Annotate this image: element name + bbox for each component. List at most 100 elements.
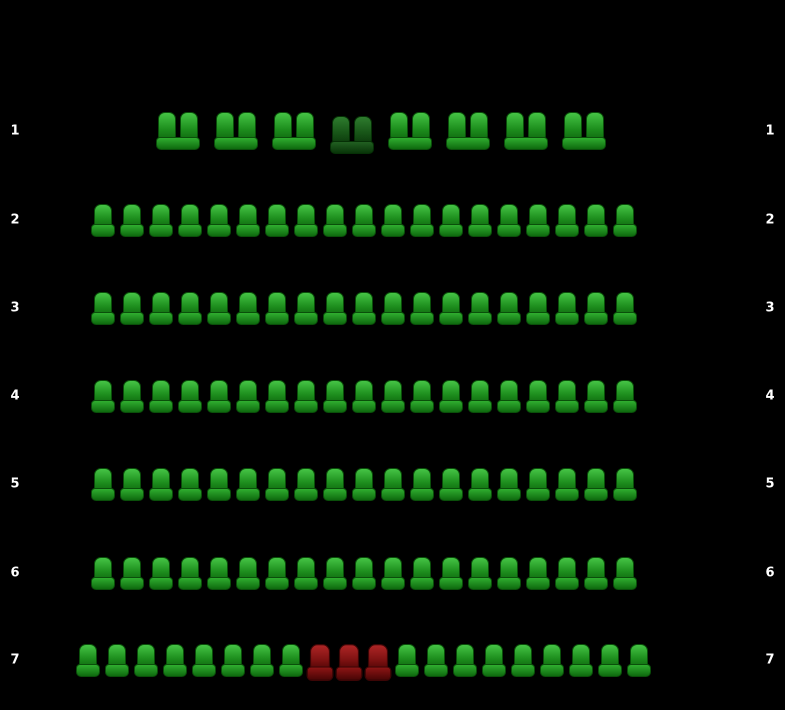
- seat-row5-13[interactable]: [438, 467, 463, 501]
- seat-row7-4[interactable]: [163, 643, 187, 677]
- seat-row6-1[interactable]: [90, 556, 115, 590]
- seat-row3-12[interactable]: [409, 291, 434, 325]
- seat-row4-3[interactable]: [148, 379, 173, 413]
- seat-row3-8[interactable]: [293, 291, 318, 325]
- seat-row4-5[interactable]: [206, 379, 231, 413]
- seat-row5-3[interactable]: [148, 467, 173, 501]
- seat-row2-16[interactable]: [525, 203, 550, 237]
- seat-row6-5[interactable]: [206, 556, 231, 590]
- seat-row2-3[interactable]: [148, 203, 173, 237]
- seat-row1-4[interactable]: [329, 116, 374, 154]
- seat-row4-18[interactable]: [583, 379, 608, 413]
- seat-row3-7[interactable]: [264, 291, 289, 325]
- seat-row2-9[interactable]: [322, 203, 347, 237]
- seat-row5-19[interactable]: [612, 467, 637, 501]
- seat-row7-1[interactable]: [76, 643, 100, 677]
- seat-row6-19[interactable]: [612, 556, 637, 590]
- seat-row2-11[interactable]: [380, 203, 405, 237]
- seat-row5-8[interactable]: [293, 467, 318, 501]
- seat-row4-15[interactable]: [496, 379, 521, 413]
- seat-row7-6[interactable]: [221, 643, 245, 677]
- seat-row1-2[interactable]: [213, 112, 258, 150]
- seat-row1-6[interactable]: [445, 112, 490, 150]
- seat-row5-14[interactable]: [467, 467, 492, 501]
- seat-row7-5[interactable]: [192, 643, 216, 677]
- seat-row4-16[interactable]: [525, 379, 550, 413]
- seat-row7-14[interactable]: [453, 643, 477, 677]
- seat-row7-17[interactable]: [540, 643, 564, 677]
- seat-row3-13[interactable]: [438, 291, 463, 325]
- seat-row5-18[interactable]: [583, 467, 608, 501]
- seat-row7-15[interactable]: [482, 643, 506, 677]
- seat-row6-2[interactable]: [119, 556, 144, 590]
- seat-row4-6[interactable]: [235, 379, 260, 413]
- seat-row3-4[interactable]: [177, 291, 202, 325]
- seat-row3-10[interactable]: [351, 291, 376, 325]
- seat-row1-8[interactable]: [561, 112, 606, 150]
- seat-row3-14[interactable]: [467, 291, 492, 325]
- seat-row6-4[interactable]: [177, 556, 202, 590]
- seat-row3-17[interactable]: [554, 291, 579, 325]
- seat-row2-8[interactable]: [293, 203, 318, 237]
- seat-row7-7[interactable]: [250, 643, 274, 677]
- seat-row6-16[interactable]: [525, 556, 550, 590]
- seat-row4-14[interactable]: [467, 379, 492, 413]
- seat-row4-4[interactable]: [177, 379, 202, 413]
- seat-row2-17[interactable]: [554, 203, 579, 237]
- seat-row6-3[interactable]: [148, 556, 173, 590]
- seat-row6-15[interactable]: [496, 556, 521, 590]
- seat-row3-3[interactable]: [148, 291, 173, 325]
- seat-row7-10[interactable]: [335, 643, 363, 681]
- seat-row2-10[interactable]: [351, 203, 376, 237]
- seat-row7-3[interactable]: [134, 643, 158, 677]
- seat-row6-10[interactable]: [351, 556, 376, 590]
- seat-row5-10[interactable]: [351, 467, 376, 501]
- seat-row7-16[interactable]: [511, 643, 535, 677]
- seat-row3-19[interactable]: [612, 291, 637, 325]
- seat-row6-11[interactable]: [380, 556, 405, 590]
- seat-row5-1[interactable]: [90, 467, 115, 501]
- seat-row2-4[interactable]: [177, 203, 202, 237]
- seat-row6-8[interactable]: [293, 556, 318, 590]
- seat-row3-2[interactable]: [119, 291, 144, 325]
- seat-row5-7[interactable]: [264, 467, 289, 501]
- seat-row3-18[interactable]: [583, 291, 608, 325]
- seat-row7-2[interactable]: [105, 643, 129, 677]
- seat-row4-12[interactable]: [409, 379, 434, 413]
- seat-row4-11[interactable]: [380, 379, 405, 413]
- seat-row5-12[interactable]: [409, 467, 434, 501]
- seat-row7-11[interactable]: [364, 643, 392, 681]
- seat-row6-13[interactable]: [438, 556, 463, 590]
- seat-row2-15[interactable]: [496, 203, 521, 237]
- seat-row5-15[interactable]: [496, 467, 521, 501]
- seat-row7-13[interactable]: [424, 643, 448, 677]
- seat-row3-5[interactable]: [206, 291, 231, 325]
- seat-row3-15[interactable]: [496, 291, 521, 325]
- seat-row4-1[interactable]: [90, 379, 115, 413]
- seat-row6-12[interactable]: [409, 556, 434, 590]
- seat-row7-8[interactable]: [279, 643, 303, 677]
- seat-row7-19[interactable]: [598, 643, 622, 677]
- seat-row1-3[interactable]: [271, 112, 316, 150]
- seat-row2-14[interactable]: [467, 203, 492, 237]
- seat-row2-12[interactable]: [409, 203, 434, 237]
- seat-row1-1[interactable]: [155, 112, 200, 150]
- seat-row2-5[interactable]: [206, 203, 231, 237]
- seat-row6-9[interactable]: [322, 556, 347, 590]
- seat-row7-9[interactable]: [306, 643, 334, 681]
- seat-row3-16[interactable]: [525, 291, 550, 325]
- seat-row5-6[interactable]: [235, 467, 260, 501]
- seat-row3-1[interactable]: [90, 291, 115, 325]
- seat-row4-8[interactable]: [293, 379, 318, 413]
- seat-row3-11[interactable]: [380, 291, 405, 325]
- seat-row2-13[interactable]: [438, 203, 463, 237]
- seat-row2-18[interactable]: [583, 203, 608, 237]
- seat-row4-17[interactable]: [554, 379, 579, 413]
- seat-row1-5[interactable]: [387, 112, 432, 150]
- seat-row2-1[interactable]: [90, 203, 115, 237]
- seat-row6-14[interactable]: [467, 556, 492, 590]
- seat-row6-6[interactable]: [235, 556, 260, 590]
- seat-row4-19[interactable]: [612, 379, 637, 413]
- seat-row5-16[interactable]: [525, 467, 550, 501]
- seat-row3-6[interactable]: [235, 291, 260, 325]
